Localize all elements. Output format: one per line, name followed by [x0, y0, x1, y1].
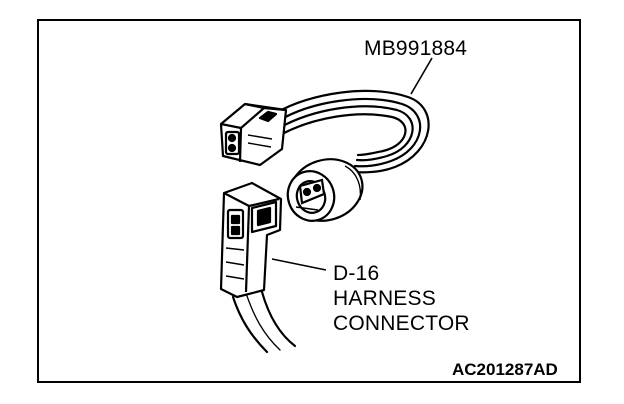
tool-connector-body [219, 102, 288, 167]
harness-wire-bundle [231, 290, 297, 354]
tool-leader-line [410, 57, 433, 95]
connector-boot [286, 158, 364, 222]
connector-leader-line [271, 258, 327, 271]
harness-connector-body [219, 181, 283, 299]
connector-code-label: D-16 [333, 262, 380, 285]
figure-frame [37, 19, 581, 383]
tool-harness-cable [274, 89, 430, 174]
tool-part-number-label: MB991884 [364, 37, 468, 60]
figure-id-label: AC201287AD [452, 360, 558, 379]
connector-name-line1: HARNESS [333, 287, 436, 310]
connector-name-line2: CONNECTOR [333, 312, 470, 335]
